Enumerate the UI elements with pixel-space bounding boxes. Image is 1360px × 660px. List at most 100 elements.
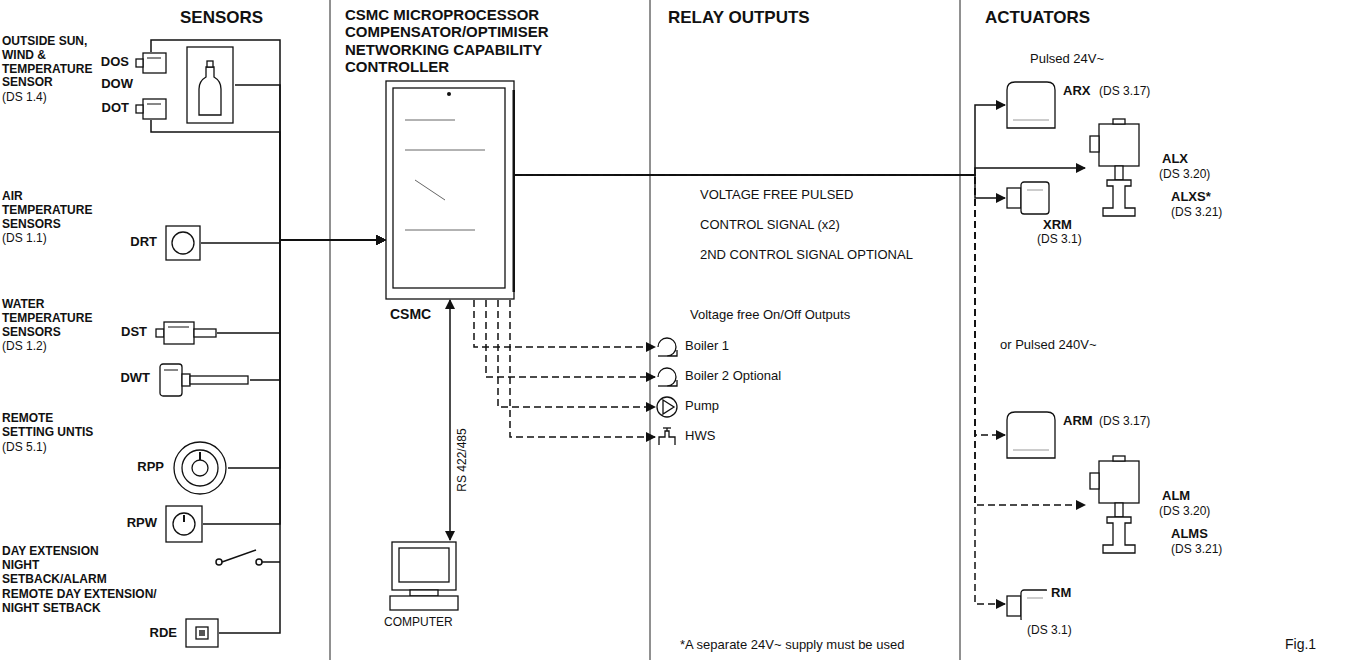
symbol-outline	[185, 618, 219, 648]
component-label: (DS 3.20)	[1159, 505, 1210, 519]
component-label: DOW	[101, 77, 133, 92]
component-symbol: Boiler 1	[655, 335, 679, 359]
signal-connector	[486, 300, 655, 377]
component-symbol: ARX(DS 3.17)	[1005, 80, 1057, 130]
heading-label: AIR TEMPERATURE SENSORS	[2, 190, 94, 231]
component-label: Pump	[685, 399, 719, 414]
component-symbol: COMPUTER	[388, 540, 460, 612]
symbol-outline	[655, 395, 679, 419]
component-label: RPW	[127, 516, 157, 531]
symbol-outline	[1005, 588, 1047, 620]
signal-connector	[515, 175, 1005, 435]
signal-connector	[515, 168, 1085, 175]
text-label: (DS 1.1)	[2, 232, 47, 246]
component-label: DST	[121, 325, 147, 340]
component-label: CSMC	[390, 306, 431, 322]
component-symbol: DST	[155, 320, 217, 346]
symbol-outline	[155, 320, 217, 346]
component-label: RPP	[137, 460, 164, 475]
component-symbol: RPP	[172, 440, 228, 496]
signal-connector	[510, 300, 655, 437]
component-label: (DS 3.17)	[1099, 85, 1150, 99]
text-label: *A separate 24V~ supply must be used	[680, 638, 904, 653]
symbol-outline	[165, 225, 201, 261]
heading-label: WATER TEMPERATURE SENSORS	[2, 298, 94, 339]
text-label: CONTROL SIGNAL (x2)	[700, 218, 840, 233]
heading-label: ACTUATORS	[985, 8, 1090, 28]
component-symbol: RPW	[165, 505, 203, 543]
heading-label: RELAY OUTPUTS	[668, 8, 810, 28]
signal-connector	[515, 175, 1005, 604]
component-label: Boiler 2 Optional	[685, 369, 781, 384]
component-label: (DS 3.1)	[1027, 624, 1072, 638]
component-symbol: CSMC	[385, 80, 515, 300]
component-symbol: DRT	[165, 225, 201, 261]
text-label: Voltage free On/Off Outputs	[690, 308, 850, 323]
signal-connector	[228, 240, 385, 468]
symbol-outline	[158, 362, 250, 398]
heading-label: DAY EXTENSION NIGHT SETBACK/ALARM	[2, 545, 137, 586]
symbol-outline	[1005, 410, 1057, 460]
signal-connector	[219, 240, 385, 633]
component-symbol: ARM(DS 3.17)	[1005, 410, 1057, 460]
text-label: 2ND CONTROL SIGNAL OPTIONAL	[700, 248, 913, 263]
symbol-outline	[655, 365, 679, 389]
component-label: DOT	[102, 101, 129, 116]
component-label: HWS	[685, 429, 715, 444]
heading-label: OUTSIDE SUN, WIND & TEMPERATURE SENSOR	[2, 35, 94, 90]
component-label: DWT	[120, 371, 150, 386]
signal-connector	[515, 175, 1085, 505]
text-label: Fig.1	[1285, 636, 1316, 652]
symbol-outline	[388, 540, 460, 612]
component-label: ARX	[1063, 84, 1090, 99]
signal-connector	[151, 120, 385, 240]
rotated-label: RS 422/485	[456, 428, 470, 491]
component-label: RDE	[150, 626, 177, 641]
component-label: (DS 3.21)	[1171, 543, 1222, 557]
signal-connector	[217, 240, 385, 333]
symbol-outline	[172, 440, 228, 496]
symbol-outline	[1005, 80, 1057, 130]
symbol-outline	[1085, 455, 1160, 555]
text-label: VOLTAGE FREE PULSED	[700, 188, 853, 203]
heading-label: REMOTE DAY EXTENSION/ NIGHT SETBACK	[2, 588, 172, 616]
text-label: Pulsed 24V~	[1030, 52, 1104, 67]
component-label: (DS 3.1)	[1037, 233, 1082, 247]
switch-symbol	[216, 550, 280, 565]
text-label: (DS 1.2)	[2, 340, 47, 354]
symbol-outline	[655, 425, 679, 449]
column-separators	[330, 0, 960, 660]
component-symbol: ALX(DS 3.20)ALXS*(DS 3.21)	[1085, 118, 1160, 218]
component-symbol: Boiler 2 Optional	[655, 365, 679, 389]
component-label: Boiler 1	[685, 339, 729, 354]
component-label: (DS 3.20)	[1159, 168, 1210, 182]
component-symbol: DOS	[135, 52, 167, 74]
component-symbol: Pump	[655, 395, 679, 419]
component-label: DRT	[130, 235, 157, 250]
symbol-outline	[135, 98, 167, 120]
signal-connector	[498, 300, 655, 407]
signal-connector	[235, 85, 385, 240]
heading-label: SENSORS	[180, 8, 263, 28]
component-label: (DS 3.21)	[1171, 206, 1222, 220]
symbol-outline	[135, 52, 167, 74]
text-label: or Pulsed 240V~	[1000, 338, 1096, 353]
component-symbol: DWT	[158, 362, 250, 398]
component-symbol: RM(DS 3.1)	[1005, 588, 1047, 620]
signal-connector	[449, 300, 451, 540]
text-label: (DS 1.4)	[2, 91, 47, 105]
text-label: (DS 5.1)	[2, 441, 47, 455]
component-label: DOS	[101, 55, 129, 70]
component-symbol: XRM(DS 3.1)	[1005, 180, 1053, 216]
component-label: ARM	[1063, 414, 1093, 429]
component-symbol: RDE	[185, 618, 219, 648]
signal-connector	[515, 105, 1005, 175]
component-label: (DS 3.17)	[1099, 415, 1150, 429]
component-label: ALM	[1162, 489, 1190, 504]
heading-label: CSMC MICROPROCESSOR COMPENSATOR/OPTIMISE…	[345, 6, 645, 75]
component-label: COMPUTER	[384, 616, 453, 630]
symbol-outline	[165, 505, 203, 543]
heading-label: REMOTE SETTING UNTIS	[2, 412, 94, 440]
component-label: XRM	[1043, 218, 1072, 233]
component-symbol: HWS	[655, 425, 679, 449]
